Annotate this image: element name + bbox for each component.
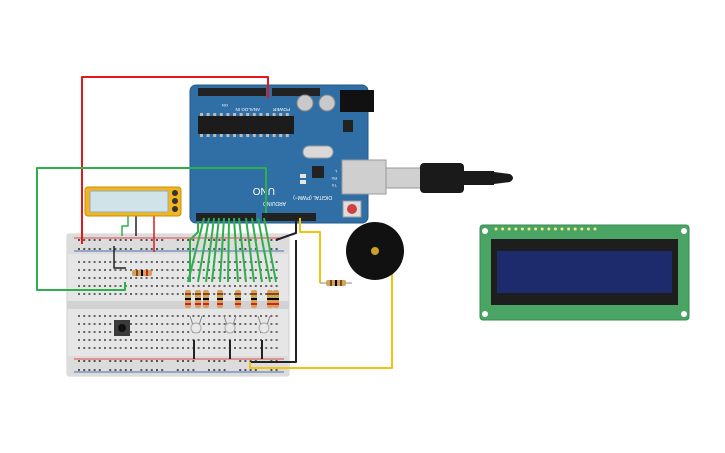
green-signal-wires[interactable] — [187, 217, 277, 283]
resistor[interactable] — [235, 290, 241, 308]
resistor[interactable] — [251, 290, 257, 308]
rgb-led[interactable] — [223, 315, 237, 334]
resistor[interactable] — [217, 290, 223, 308]
black-wire-ground[interactable] — [275, 218, 297, 241]
brand-label: ARDUINO — [263, 200, 286, 206]
black-wire-button[interactable] — [113, 246, 126, 269]
lcd-pin-header — [494, 227, 597, 231]
green-signal-wire[interactable] — [211, 217, 220, 283]
resistor[interactable] — [195, 290, 201, 308]
piezo-buzzer[interactable] — [346, 222, 404, 280]
black-wire-rail[interactable] — [250, 240, 297, 363]
green-signal-wire[interactable] — [227, 217, 230, 283]
green-signal-wire[interactable] — [263, 217, 277, 283]
digital-header-label: DIGITAL (PWM~) — [293, 194, 332, 200]
yellow-wire-return[interactable] — [249, 270, 393, 369]
on-label: ON — [222, 103, 228, 108]
arduino-uno[interactable]: UNO ARDUINO DIGITAL (PWM~) POWER ANALOG … — [189, 84, 387, 224]
green-signal-wire[interactable] — [251, 217, 263, 283]
wires[interactable] — [36, 76, 393, 369]
multimeter[interactable] — [84, 186, 182, 217]
yellow-wire-buzzer[interactable] — [299, 218, 321, 283]
rgb-leds[interactable] — [189, 315, 271, 334]
rgb-led[interactable] — [257, 315, 271, 334]
usb-cable[interactable] — [385, 163, 513, 193]
rx-label: RX — [331, 176, 337, 181]
green-signal-wire[interactable] — [233, 217, 239, 283]
green-wire-meter[interactable] — [121, 214, 129, 236]
resistor-bank[interactable] — [185, 290, 279, 308]
power-label: POWER — [272, 107, 290, 112]
green-signal-wire[interactable] — [245, 217, 255, 283]
green-wire-loop[interactable] — [36, 167, 267, 291]
rgb-led[interactable] — [189, 315, 203, 334]
tx-label: TX — [332, 183, 337, 188]
push-button[interactable] — [114, 320, 130, 336]
resistor[interactable] — [273, 290, 279, 308]
red-wire-power[interactable] — [81, 76, 269, 244]
resistor[interactable] — [267, 290, 273, 308]
green-signal-wire[interactable] — [219, 217, 225, 283]
analog-label: ANALOG IN — [235, 107, 260, 112]
green-signal-wire[interactable] — [238, 217, 247, 283]
board-name-label: UNO — [253, 185, 275, 196]
breadboard[interactable] — [66, 233, 290, 377]
green-signal-wire[interactable] — [205, 217, 215, 283]
chip-pins — [200, 113, 289, 137]
resistor-button[interactable] — [132, 270, 152, 276]
resistor[interactable] — [203, 290, 209, 308]
lcd-16x2[interactable] — [479, 224, 690, 321]
resistor[interactable] — [185, 290, 191, 308]
l-label: L — [334, 169, 337, 174]
green-signal-wire[interactable] — [197, 217, 210, 283]
green-signal-wire[interactable] — [257, 217, 271, 283]
resistor-buzzer[interactable] — [320, 280, 352, 286]
